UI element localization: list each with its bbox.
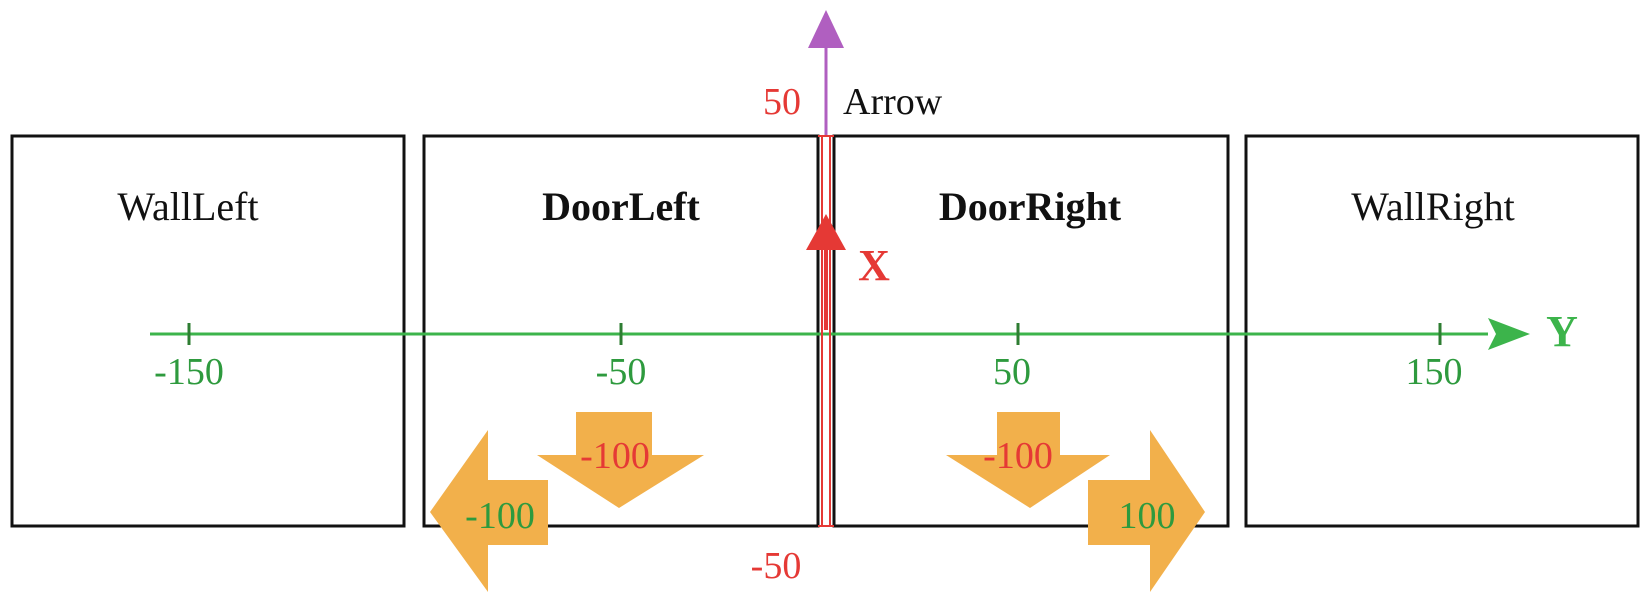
y-tick-label: 150	[1406, 351, 1463, 393]
door-left-box	[422, 134, 820, 528]
door-right-down-arrow	[946, 412, 1110, 508]
wall-right-box	[1244, 134, 1640, 528]
door-left-left-arrow-label: -100	[465, 495, 535, 537]
x-axis-bottom-value: -50	[751, 545, 802, 587]
y-axis-arrowhead	[1488, 318, 1530, 350]
door-right-box	[832, 134, 1230, 528]
x-axis-top-value: 50	[763, 81, 801, 123]
y-axis-name: Y	[1546, 307, 1578, 356]
door-right-right-arrow-label: 100	[1119, 495, 1176, 537]
door-left-left-arrow	[430, 430, 548, 592]
x-axis-arrowhead	[806, 214, 846, 250]
y-tick-label: 50	[993, 351, 1031, 393]
arrow-axis-arrowhead	[808, 10, 844, 48]
door-right-label: DoorRight	[939, 184, 1122, 229]
door-left-down-arrow	[537, 412, 704, 508]
wall-right-label: WallRight	[1351, 184, 1514, 229]
door-left-down-arrow-label: -100	[580, 435, 650, 477]
door-right-down-arrow-label: -100	[983, 435, 1053, 477]
door-right-right-arrow	[1088, 430, 1205, 592]
wall-left-box	[10, 134, 406, 528]
y-tick-label: -50	[596, 351, 647, 393]
door-left-label: DoorLeft	[542, 184, 700, 229]
y-tick-label: -150	[154, 351, 224, 393]
wall-left-label: WallLeft	[117, 184, 258, 229]
arrow-axis-name: Arrow	[843, 81, 943, 123]
x-axis-name: X	[858, 241, 890, 290]
